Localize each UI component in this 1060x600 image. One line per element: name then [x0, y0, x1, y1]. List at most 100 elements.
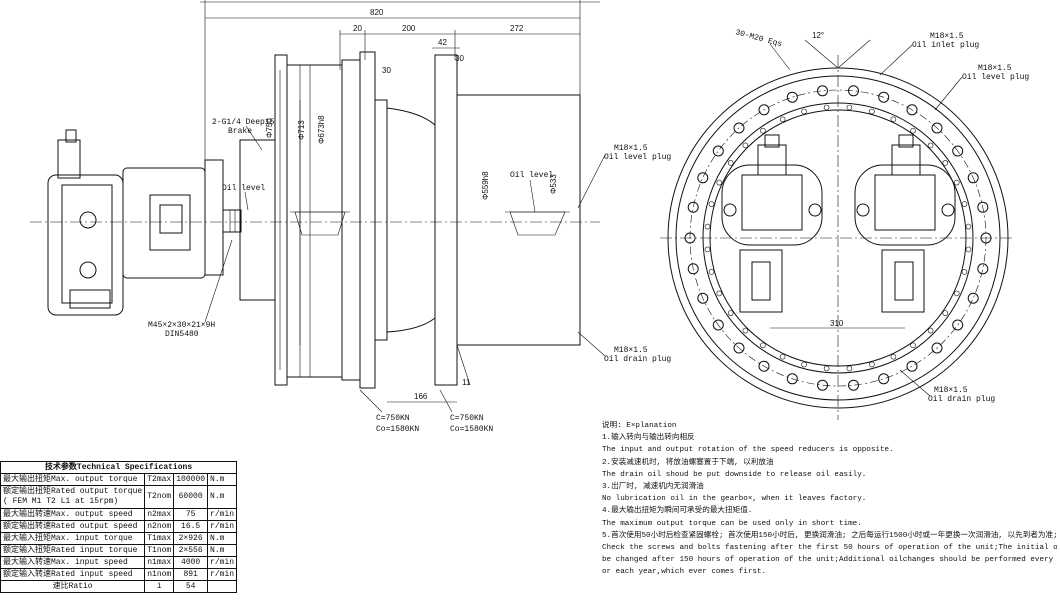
inner-hole: [910, 127, 916, 134]
bolt-hole: [758, 360, 770, 372]
oil-level-mid-label: Oil level: [510, 171, 553, 180]
bolt-hole: [687, 263, 699, 275]
note-line: be changed after 150 hours of operation …: [602, 556, 1057, 565]
inner-hole: [846, 365, 853, 372]
notes-title: 说明: E×planation: [602, 422, 677, 430]
drain-plug-label: Oil drain plug: [604, 355, 671, 364]
inner-hole: [727, 310, 734, 316]
inner-hole: [846, 104, 853, 111]
inner-hole: [890, 353, 897, 360]
bolt-hole: [967, 172, 979, 184]
note-line: The input and output rotation of the spe…: [602, 446, 894, 455]
bolt-hole: [687, 201, 699, 213]
bolt-hole: [786, 91, 798, 103]
bolt-hole: [878, 373, 890, 385]
brake-port-label: 2-G1/4 Deep15: [212, 118, 275, 127]
bolt-hole: [733, 342, 745, 354]
spline-spec-label: M45×2×30×21×9H: [148, 321, 215, 330]
brake-label: Brake: [228, 127, 252, 136]
inner-hole: [942, 160, 949, 166]
dim-713: Φ713: [297, 120, 306, 140]
outer-hole-ring: [704, 104, 972, 372]
inner-hole: [927, 327, 934, 334]
dim-11: 11: [462, 378, 471, 387]
inner-hole: [965, 223, 972, 230]
right-level-label: Oil level plug: [962, 73, 1029, 82]
note-line: or each year,which ever comes first.: [602, 568, 767, 577]
dim-533: Φ533: [549, 174, 558, 194]
bolt-hole-ring: [684, 85, 992, 391]
mid-bearing-co: Co=1580KN: [450, 425, 493, 434]
inner-hole: [716, 290, 723, 297]
inner-hole: [823, 365, 830, 372]
right-level-thread: M18×1.5: [978, 64, 1012, 73]
oil-level-left-label: Oil level: [222, 184, 265, 193]
inner-hole: [965, 246, 972, 253]
bolt-hole: [697, 292, 709, 304]
dim-42: 42: [438, 38, 447, 47]
mid-bearing-c: C=750KN: [450, 414, 484, 423]
note-line: No lubrication oil in the gearbo×, when …: [602, 495, 867, 504]
inner-hole: [760, 342, 766, 349]
bolt-hole: [712, 145, 724, 157]
inner-hole: [742, 142, 749, 149]
bolt-hole: [952, 319, 964, 331]
inner-hole: [953, 290, 960, 297]
drain-plug-thread: M18×1.5: [614, 346, 648, 355]
bolt-hole: [906, 360, 918, 372]
left-bearing-c: C=750KN: [376, 414, 410, 423]
inner-hole: [779, 353, 786, 360]
inner-hole: [961, 201, 968, 207]
left-bearing-co: Co=1580KN: [376, 425, 419, 434]
level-plug-label: Oil level plug: [604, 153, 671, 162]
bolt-hole: [931, 122, 943, 134]
dim-20: 20: [353, 24, 362, 33]
dim-750: Φ750: [265, 118, 274, 138]
note-line: 3.出厂时, 减速机内无润滑油: [602, 483, 704, 492]
bolt-hole: [977, 263, 989, 275]
dim-12deg: 12°: [812, 31, 824, 40]
bolt-hole: [697, 172, 709, 184]
bolt-hole: [786, 373, 798, 385]
inner-hole: [942, 310, 949, 316]
dim-30a: 30: [382, 66, 391, 75]
dim-166: 166: [414, 392, 428, 401]
hole-count-label: 30-M20 Eqs: [734, 28, 783, 49]
inner-hole: [890, 116, 897, 123]
dim-272: 272: [510, 24, 524, 33]
front-view: 310 12° 30-M20 Eqs M18×1.5 Oil inlet plu…: [660, 28, 1029, 420]
inner-hole: [801, 361, 807, 368]
bolt-hole: [977, 201, 989, 213]
dim-673: Φ673h8: [317, 115, 326, 144]
inner-hole: [716, 179, 723, 186]
dim-30b: 30: [455, 54, 464, 63]
front-motor-right: [854, 134, 956, 313]
note-line: 5.首次使用50小时后检查紧固螺栓; 首次使用150小时后, 更换润滑油; 之后…: [602, 531, 1057, 540]
technical-spec-table: 技术参数Technical Specifications 最大输出扭矩Max. …: [0, 461, 238, 593]
bolt-hole: [712, 319, 724, 331]
table-row: 额定输出扭矩Rated output torque( FEM M1 T2 L1 …: [0, 485, 238, 509]
dim-820: 820: [370, 8, 384, 17]
note-line: The maximum output torque can be used on…: [602, 519, 862, 528]
note-line: 2.安装减速机时, 将放油螺塞置于下端, 以利放油: [602, 458, 774, 467]
spline-din-label: DIN5480: [165, 330, 199, 339]
inlet-label: Oil inlet plug: [912, 41, 979, 50]
bolt-hole: [758, 104, 770, 116]
bolt-hole: [952, 145, 964, 157]
note-line: 4.最大输出扭矩为瞬间可承受的最大扭矩值.: [602, 507, 753, 516]
bolt-hole: [878, 91, 890, 103]
inner-hole: [704, 246, 711, 253]
front-motor-left: [721, 134, 823, 313]
bolt-hole: [733, 122, 745, 134]
note-line: Check the screws and bolts fastening aft…: [602, 544, 1057, 553]
right-drain-thread: M18×1.5: [934, 386, 968, 395]
spec-title: 技术参数Technical Specifications: [0, 461, 238, 474]
